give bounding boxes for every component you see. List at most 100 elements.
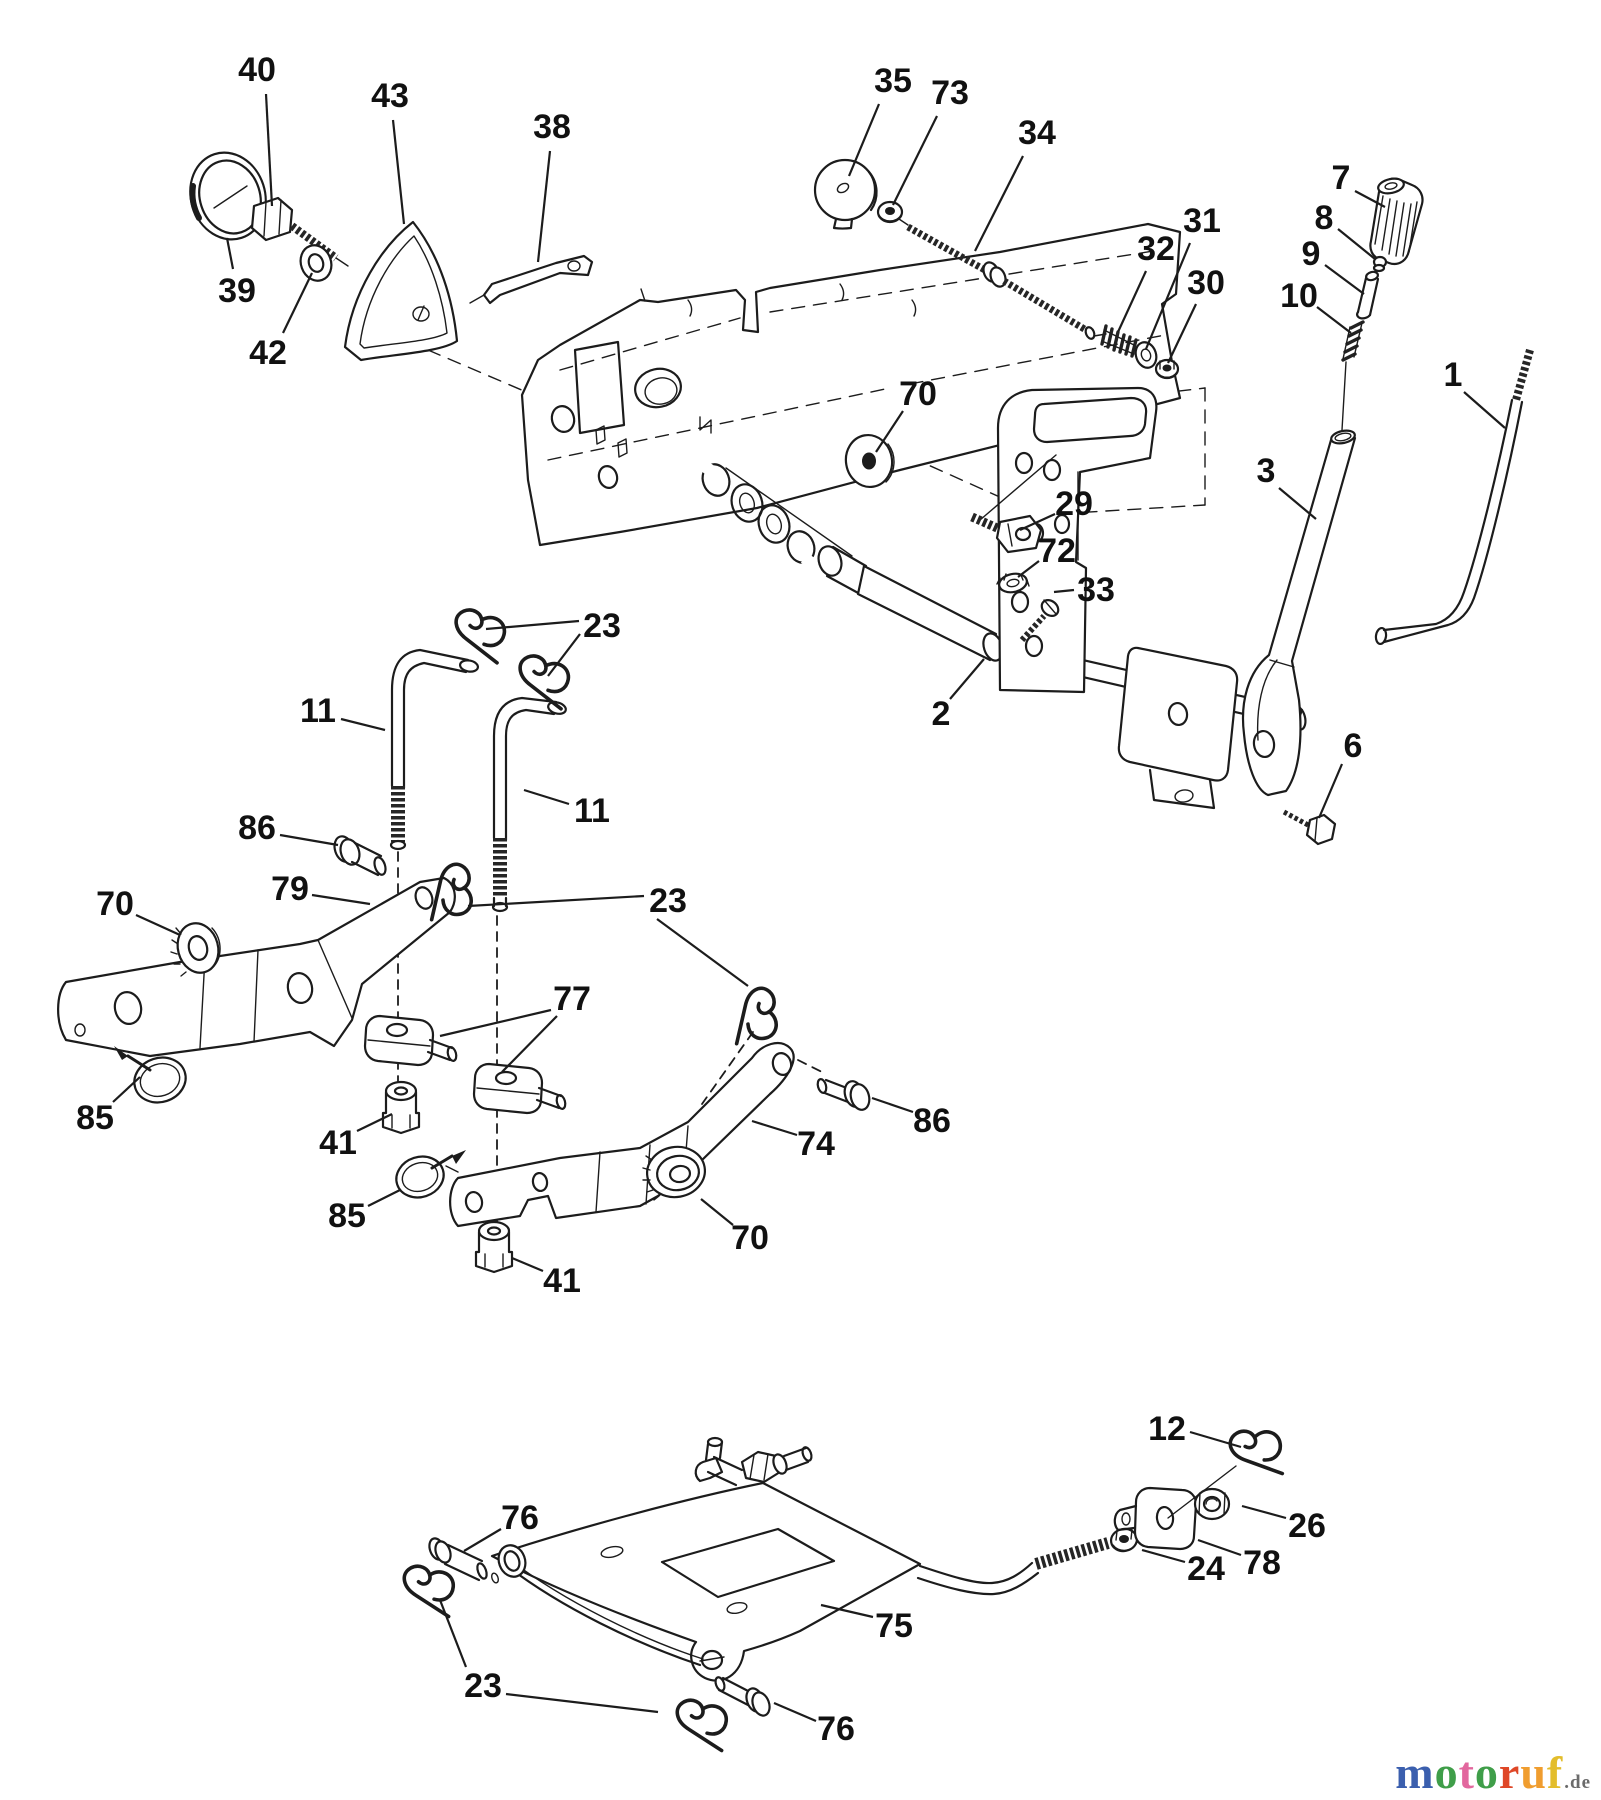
callout-23a: 23 xyxy=(485,607,621,677)
leader-line-76a xyxy=(463,1528,502,1552)
pad-43 xyxy=(343,220,459,362)
lift-link-rod xyxy=(916,1537,1110,1596)
washer-72 xyxy=(996,572,1030,594)
leader-line-23b xyxy=(656,918,749,987)
part-number-32: 32 xyxy=(1137,230,1175,268)
leader-line-3 xyxy=(1278,487,1317,520)
callout-78: 78 xyxy=(1197,1538,1281,1582)
hairpin-23-5 xyxy=(402,1564,456,1619)
callout-23b: 23 xyxy=(467,882,749,987)
hairpin-23-3 xyxy=(429,862,473,922)
leader-line-23a xyxy=(485,619,580,631)
part-number-79: 79 xyxy=(271,870,309,908)
leader-line-26 xyxy=(1241,1504,1287,1520)
leader-line-35 xyxy=(847,103,881,177)
leader-line-86a xyxy=(279,833,339,847)
leader-line-43 xyxy=(391,119,406,225)
leader-line-7 xyxy=(1354,190,1386,208)
lift-lever-3 xyxy=(1241,429,1357,797)
nut-30 xyxy=(1154,358,1180,380)
callout-1: 1 xyxy=(1444,356,1506,429)
callout-11a: 11 xyxy=(300,692,386,732)
part-number-74: 74 xyxy=(797,1125,835,1163)
callout-70b: 70 xyxy=(96,885,181,937)
leader-line-9 xyxy=(1324,264,1365,295)
callout-34: 34 xyxy=(974,114,1056,252)
callout-42: 42 xyxy=(249,272,313,372)
spring-32 xyxy=(1100,324,1138,358)
leader-line-41b xyxy=(511,1256,544,1273)
bushing-70a xyxy=(844,433,895,489)
leader-line-85a xyxy=(112,1076,141,1103)
part-number-86b: 86 xyxy=(913,1102,951,1140)
leader-line-70b xyxy=(135,913,181,937)
hairpin-12 xyxy=(1228,1429,1285,1476)
part-number-35: 35 xyxy=(874,62,912,100)
leader-line-24 xyxy=(1141,1548,1186,1564)
part-number-70a: 70 xyxy=(899,375,937,413)
part-number-8: 8 xyxy=(1315,199,1334,237)
clevis-pin-76a xyxy=(428,1537,499,1584)
pin-9 xyxy=(1356,270,1380,320)
leader-line-79 xyxy=(311,893,371,906)
leader-line-73 xyxy=(892,115,938,206)
watermark-text: motoruf xyxy=(1395,1747,1563,1798)
locknut-26 xyxy=(1193,1487,1231,1521)
part-number-75: 75 xyxy=(875,1607,913,1645)
callout-11b: 11 xyxy=(523,788,610,830)
bushing-70b xyxy=(170,922,221,977)
frame-plate xyxy=(520,222,1182,547)
callout-85b: 85 xyxy=(328,1189,401,1235)
part-number-7: 7 xyxy=(1332,159,1351,197)
callout-70c: 70 xyxy=(700,1198,769,1257)
leader-line-41a xyxy=(356,1113,393,1132)
callout-40: 40 xyxy=(238,51,276,207)
part-number-10: 10 xyxy=(1280,277,1318,315)
callout-24: 24 xyxy=(1141,1548,1225,1588)
callout-43: 43 xyxy=(371,77,409,225)
callout-3: 3 xyxy=(1257,452,1317,520)
watermark-letter: o xyxy=(1434,1747,1459,1798)
callout-38: 38 xyxy=(533,108,571,263)
leader-line-6 xyxy=(1317,763,1344,819)
callout-86a: 86 xyxy=(238,809,339,847)
part-number-23b: 23 xyxy=(649,882,687,920)
leader-line-74 xyxy=(751,1119,798,1137)
callout-41a: 41 xyxy=(319,1113,393,1162)
part-number-33: 33 xyxy=(1077,571,1115,609)
watermark-letter: u xyxy=(1520,1747,1547,1798)
part-number-23c: 23 xyxy=(464,1667,502,1705)
callout-73: 73 xyxy=(892,74,969,206)
callout-41b: 41 xyxy=(511,1256,581,1300)
part-number-70b: 70 xyxy=(96,885,134,923)
part-number-9: 9 xyxy=(1302,235,1321,273)
callout-76b: 76 xyxy=(773,1701,855,1748)
lift-plate-75 xyxy=(490,1481,922,1682)
leader-line-77 xyxy=(439,1008,552,1038)
part-number-70c: 70 xyxy=(731,1219,769,1257)
part-number-85b: 85 xyxy=(328,1197,366,1235)
leader-line-11a xyxy=(340,717,386,732)
part-number-85a: 85 xyxy=(76,1099,114,1137)
leader-line-23a xyxy=(547,633,581,677)
rod-34 xyxy=(898,218,1107,340)
part-number-24: 24 xyxy=(1187,1550,1225,1588)
bolt-40 xyxy=(250,196,349,267)
callout-26: 26 xyxy=(1241,1504,1326,1545)
part-number-43: 43 xyxy=(371,77,409,115)
part-number-78: 78 xyxy=(1243,1544,1281,1582)
leader-line-32 xyxy=(1117,270,1147,333)
leader-line-23c xyxy=(438,1599,468,1668)
part-number-41a: 41 xyxy=(319,1124,357,1162)
part-number-26: 26 xyxy=(1288,1507,1326,1545)
watermark-letter: t xyxy=(1458,1747,1475,1798)
lift-rod-1 xyxy=(1374,348,1534,646)
bolt-6 xyxy=(1282,809,1337,846)
flange-nut-41b xyxy=(474,1220,514,1274)
leader-line-78 xyxy=(1197,1538,1242,1557)
part-number-30: 30 xyxy=(1187,264,1225,302)
hairpin-23-6 xyxy=(675,1698,729,1753)
watermark-letter: o xyxy=(1474,1747,1499,1798)
